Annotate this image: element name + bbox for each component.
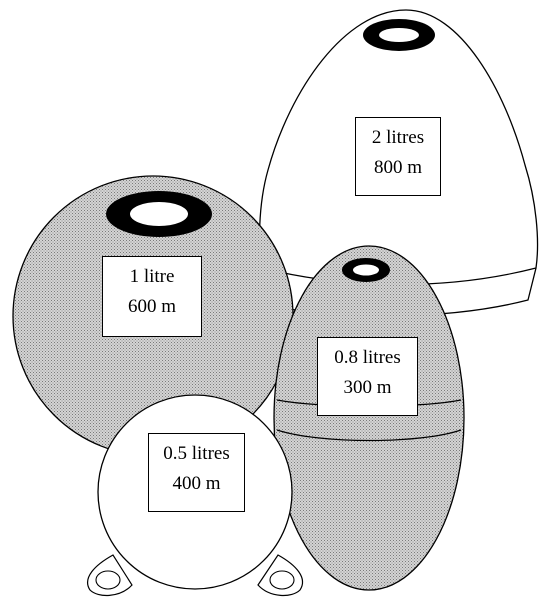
float-0-8-litres-body — [273, 245, 465, 591]
capacity-text: 1 litre — [129, 266, 175, 287]
depth-text: 600 m — [127, 296, 177, 317]
float-0-8-litres-label: 0.8 litres 300 m — [317, 337, 418, 416]
float-0-5-litres-label: 0.5 litres 400 m — [148, 433, 245, 512]
float-1-litre-label: 1 litre 600 m — [102, 256, 202, 337]
depth-text: 400 m — [172, 473, 221, 494]
depth-text: 300 m — [343, 377, 392, 398]
capacity-text: 2 litres — [371, 127, 425, 148]
capacity-text: 0.5 litres — [163, 443, 230, 464]
depth-text: 800 m — [373, 157, 423, 178]
float-2-litres-label: 2 litres 800 m — [355, 117, 441, 196]
capacity-text: 0.8 litres — [334, 347, 401, 368]
